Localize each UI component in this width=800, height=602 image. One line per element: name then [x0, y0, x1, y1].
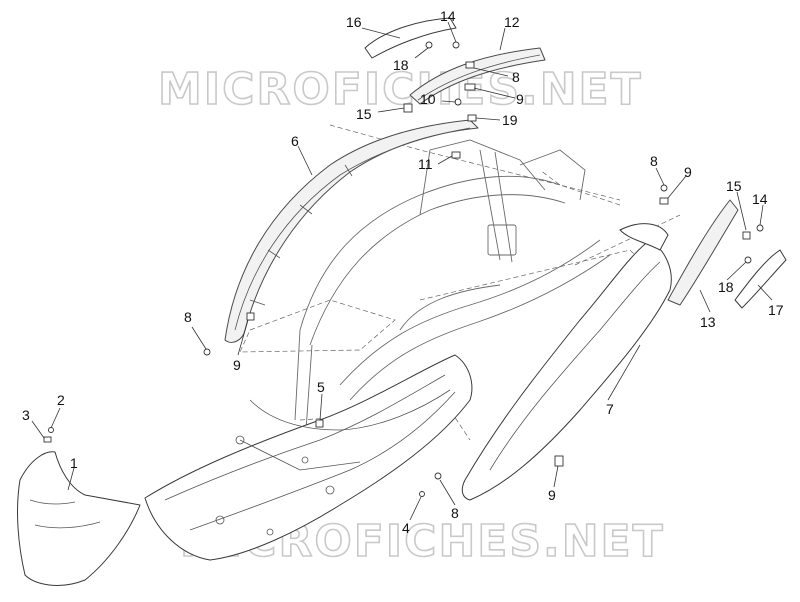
callout-12: 12 [504, 14, 520, 30]
watermark-top: MICROFICHES.NET [158, 64, 643, 115]
callout-9: 9 [548, 487, 556, 503]
callout-18: 18 [718, 279, 734, 295]
callout-9: 9 [684, 164, 692, 180]
chassis-frame [294, 139, 611, 431]
callout-9: 9 [233, 357, 241, 373]
callout-8: 8 [512, 69, 520, 85]
callout-10: 10 [420, 91, 436, 107]
callout-17: 17 [768, 302, 784, 318]
footboard-floor [144, 354, 473, 561]
callout-14: 14 [752, 191, 768, 207]
callout-15: 15 [356, 106, 372, 122]
callout-13: 13 [700, 314, 716, 330]
part-16-upper-cap [364, 17, 457, 59]
callout-6: 6 [291, 133, 299, 149]
callout-14: 14 [440, 8, 456, 24]
part-6-left-rail [224, 119, 479, 343]
callout-labels: 16 14 12 18 8 9 10 15 19 6 11 8 9 15 14 … [22, 8, 784, 536]
callout-3: 3 [22, 407, 30, 423]
leader-lines [31, 21, 773, 521]
callout-1: 1 [70, 455, 78, 471]
part-17-right-cap [734, 249, 787, 309]
callout-4: 4 [402, 520, 410, 536]
part-1-front-cover [17, 451, 141, 586]
part-7-right-panel [461, 223, 672, 501]
callout-16: 16 [346, 14, 362, 30]
part-12-upper-rail [409, 47, 546, 105]
callout-19: 19 [502, 112, 518, 128]
callout-7: 7 [606, 401, 614, 417]
part-13-right-trim [667, 199, 739, 306]
fasteners [43, 41, 764, 497]
callout-9: 9 [516, 91, 524, 107]
callout-8: 8 [184, 309, 192, 325]
callout-18: 18 [393, 57, 409, 73]
callout-8: 8 [650, 153, 658, 169]
callout-15: 15 [726, 178, 742, 194]
callout-8: 8 [451, 505, 459, 521]
callout-2: 2 [57, 392, 65, 408]
callout-11: 11 [418, 156, 433, 172]
callout-5: 5 [317, 379, 325, 395]
